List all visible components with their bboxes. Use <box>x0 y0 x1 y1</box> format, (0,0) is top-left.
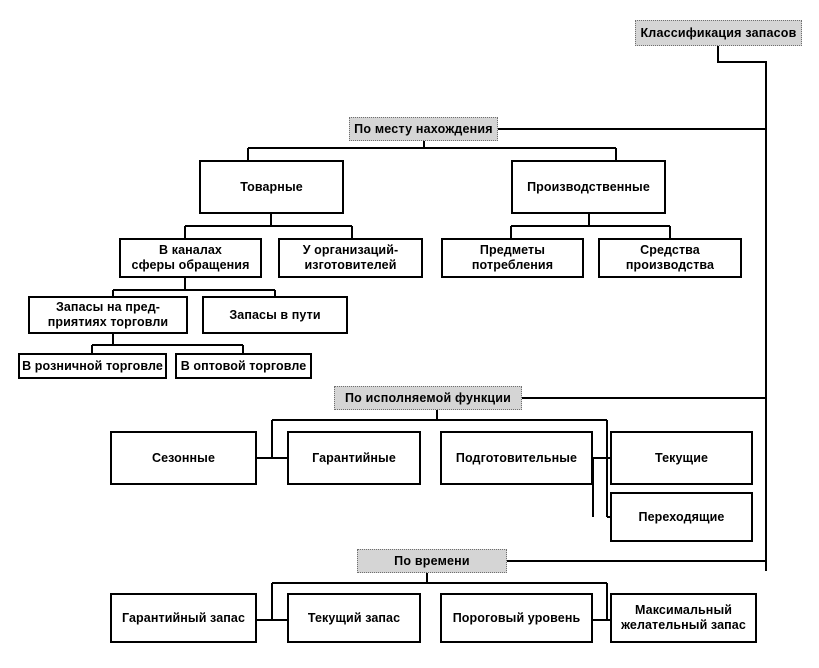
node-u-organizaciy-izgotoviteley[interactable]: У организаций- изготовителей <box>278 238 423 278</box>
category-header-time[interactable]: По времени <box>357 549 507 573</box>
root-node-classification[interactable]: Классификация запасов <box>635 20 802 46</box>
node-garantiynye[interactable]: Гарантийные <box>287 431 421 485</box>
node-perehodyaschie[interactable]: Переходящие <box>610 492 753 542</box>
node-maksimalnyy-zhelatelnyy-zapas[interactable]: Максимальный желательный запас <box>610 593 757 643</box>
node-tekuschie[interactable]: Текущие <box>610 431 753 485</box>
node-podgotovitelnye[interactable]: Подготовительные <box>440 431 593 485</box>
node-zapasy-na-predpriyatiyah-torgovli[interactable]: Запасы на пред- приятиях торговли <box>28 296 188 334</box>
node-predmety-potrebleniya[interactable]: Предметы потребления <box>441 238 584 278</box>
node-proizvodstvennye[interactable]: Производственные <box>511 160 666 214</box>
node-sredstva-proizvodstva[interactable]: Средства производства <box>598 238 742 278</box>
node-v-roznichnoy-torgovle[interactable]: В розничной торговле <box>18 353 167 379</box>
node-sezonnye[interactable]: Сезонные <box>110 431 257 485</box>
node-v-kanalah-sfery-obrascheniya[interactable]: В каналах сферы обращения <box>119 238 262 278</box>
node-tovarnye[interactable]: Товарные <box>199 160 344 214</box>
node-zapasy-v-puti[interactable]: Запасы в пути <box>202 296 348 334</box>
node-tekuschiy-zapas[interactable]: Текущий запас <box>287 593 421 643</box>
node-garantiynyy-zapas[interactable]: Гарантийный запас <box>110 593 257 643</box>
category-header-location[interactable]: По месту нахождения <box>349 117 498 141</box>
category-header-function[interactable]: По исполняемой функции <box>334 386 522 410</box>
node-porogovyy-uroven[interactable]: Пороговый уровень <box>440 593 593 643</box>
node-v-optovoy-torgovle[interactable]: В оптовой торговле <box>175 353 312 379</box>
